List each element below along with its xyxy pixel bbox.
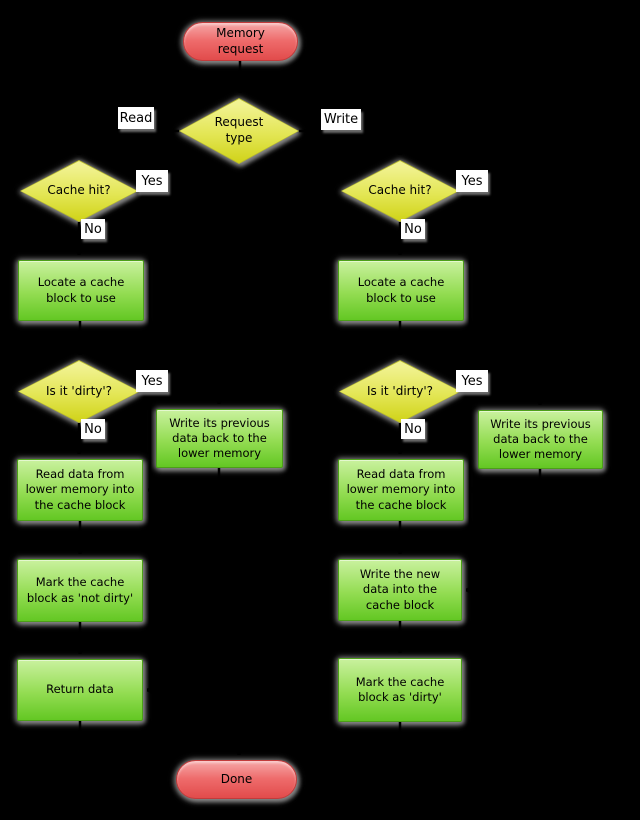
process-mark-not-dirty-label: Mark the cache block as 'not dirty' [26, 575, 134, 605]
decision-dirty-write: Is it 'dirty'? [339, 360, 461, 423]
process-write-back-read-label: Write its previous data back to the lowe… [169, 415, 270, 461]
decision-dirty-read: Is it 'dirty'? [18, 360, 140, 423]
terminal-done-label: Done [220, 771, 253, 786]
process-write-new-data: Write the new data into the cache block [338, 559, 462, 621]
process-write-new-data-label: Write the new data into the cache block [359, 567, 441, 612]
decision-dirty-write-label: Is it 'dirty'? [366, 383, 434, 398]
process-write-back-read: Write its previous data back to the lowe… [156, 409, 283, 468]
terminal-memory-request: Memory request [183, 22, 298, 61]
decision-cache-hit-read-label: Cache hit? [47, 183, 111, 198]
process-mark-dirty-label: Mark the cache block as 'dirty' [355, 674, 445, 704]
process-read-lower-write: Read data from lower memory into the cac… [338, 459, 464, 521]
decision-dirty-read-label: Is it 'dirty'? [45, 383, 113, 398]
process-mark-dirty: Mark the cache block as 'dirty' [338, 658, 462, 722]
process-read-lower-read: Read data from lower memory into the cac… [17, 459, 143, 521]
process-write-back-write-label: Write its previous data back to the lowe… [490, 416, 591, 462]
decision-request-type: Request type [179, 98, 299, 164]
process-locate-block-read: Locate a cache block to use [18, 260, 144, 321]
process-return-data-label: Return data [46, 682, 114, 697]
process-read-lower-write-label: Read data from lower memory into the cac… [346, 467, 456, 512]
decision-cache-hit-write-label: Cache hit? [368, 183, 432, 198]
terminal-memory-request-label: Memory request [216, 25, 265, 56]
process-read-lower-read-label: Read data from lower memory into the cac… [25, 467, 135, 512]
process-write-back-write: Write its previous data back to the lowe… [478, 410, 603, 469]
process-locate-block-write-label: Locate a cache block to use [357, 275, 445, 305]
decision-cache-hit-write: Cache hit? [341, 160, 459, 222]
process-return-data: Return data [17, 659, 143, 721]
process-locate-block-write: Locate a cache block to use [338, 260, 464, 321]
decision-request-type-label: Request type [214, 115, 264, 145]
decision-cache-hit-read: Cache hit? [20, 160, 138, 222]
process-mark-not-dirty: Mark the cache block as 'not dirty' [17, 559, 143, 622]
terminal-done: Done [176, 760, 297, 799]
process-locate-block-read-label: Locate a cache block to use [37, 275, 125, 305]
